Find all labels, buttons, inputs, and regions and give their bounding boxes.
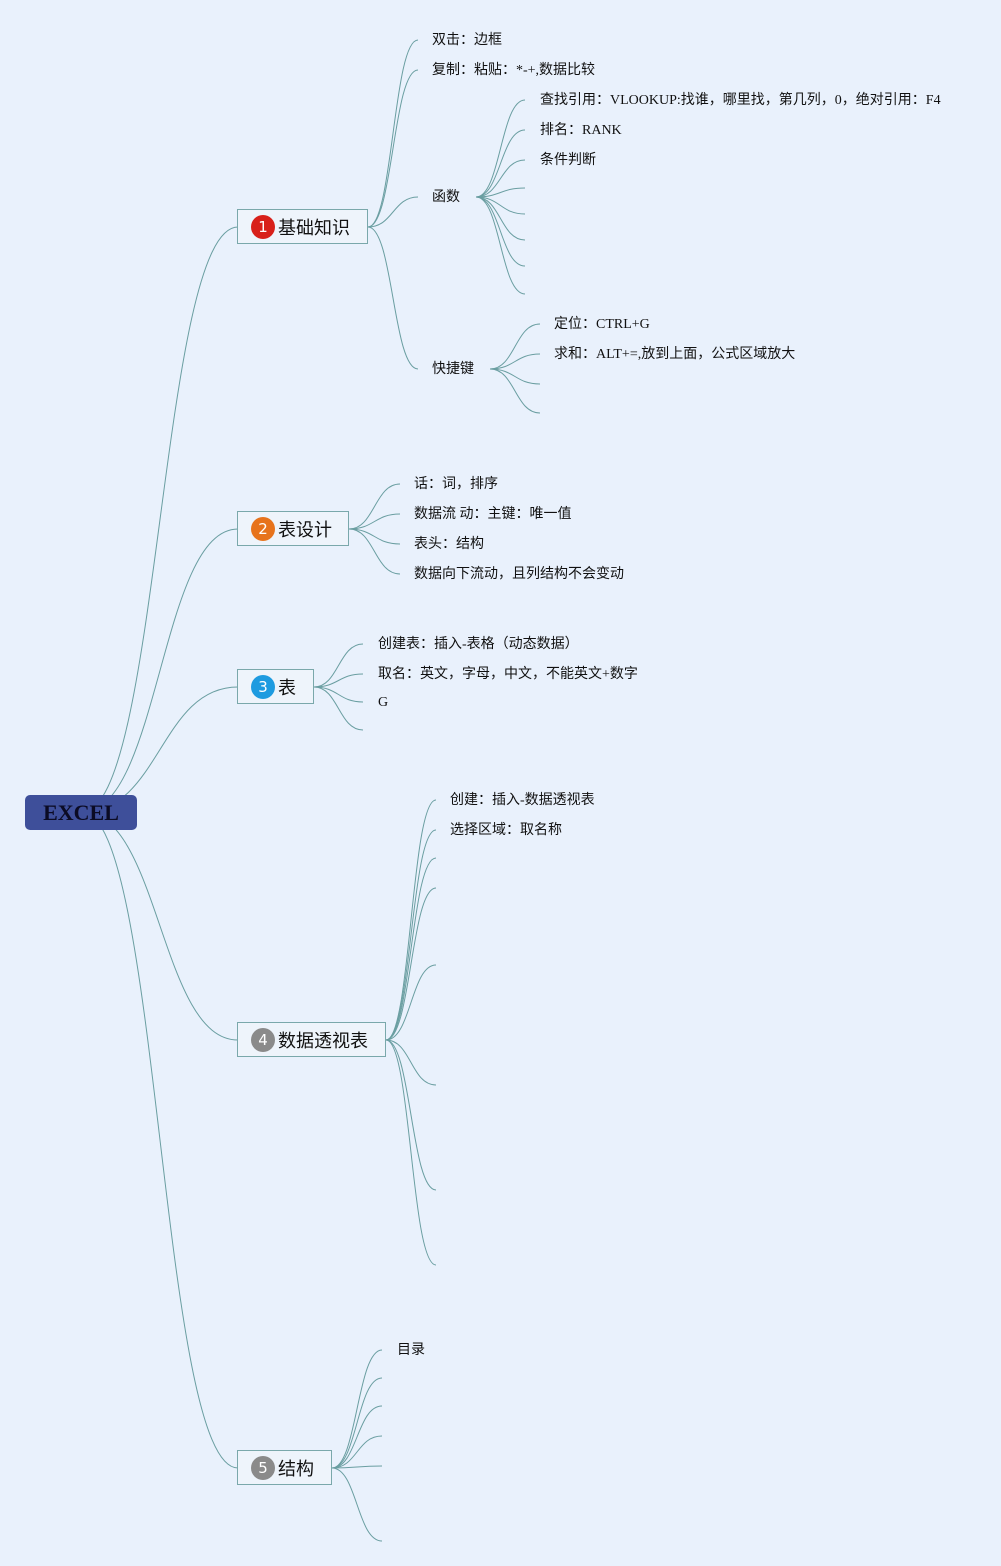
branch-table-design[interactable]: 2 表设计 — [237, 511, 349, 546]
branch5-link — [331, 1405, 383, 1469]
number-badge-2: 2 — [251, 516, 275, 541]
shortcuts-link — [489, 368, 541, 414]
branch3-link — [313, 643, 364, 688]
branch3-link — [313, 673, 364, 688]
root-link — [81, 811, 239, 1469]
leaf-double-click[interactable]: 双击：边框 — [432, 33, 502, 48]
functions-link — [475, 159, 526, 198]
leaf-table-item[interactable]: 创建表：插入-表格（动态数据） — [378, 637, 579, 652]
branch-basics[interactable]: 1 基础知识 — [237, 209, 368, 244]
branch-label: 结构 — [278, 1458, 314, 1480]
functions-link — [475, 187, 526, 198]
branch4-link — [385, 964, 437, 1041]
branch4-link — [385, 1039, 437, 1266]
branch5-link — [331, 1435, 383, 1469]
branch1-link — [367, 69, 419, 228]
branch4-link — [385, 887, 437, 1041]
branch-structure[interactable]: 5 结构 — [237, 1450, 332, 1485]
number-badge-4: 4 — [251, 1027, 275, 1052]
branch-label: 数据透视表 — [278, 1030, 368, 1052]
shortcuts-link — [489, 353, 541, 370]
leaf-function-item[interactable]: 查找引用：VLOOKUP:找谁，哪里找，第几列，0，绝对引用：F4 — [540, 93, 941, 108]
functions-link — [475, 196, 526, 215]
number-badge-3: 3 — [251, 674, 275, 699]
branch5-link — [331, 1377, 383, 1469]
leaf-function-item[interactable]: 排名：RANK — [540, 123, 622, 138]
leaf-table-design-item[interactable]: 话：词，排序 — [414, 477, 498, 492]
branch5-link — [331, 1465, 383, 1469]
branch4-link — [385, 1039, 437, 1086]
branch2-link — [348, 528, 401, 575]
shortcuts-link — [489, 323, 541, 370]
root-node[interactable]: EXCEL — [25, 795, 137, 830]
functions-link — [475, 129, 526, 198]
branch1-link — [367, 39, 419, 228]
branch2-link — [348, 513, 401, 530]
branch5-link — [331, 1349, 383, 1469]
leaf-table-item[interactable]: G — [378, 695, 389, 710]
number-badge-1: 1 — [251, 214, 275, 239]
branch4-link — [385, 857, 437, 1041]
leaf-structure-item[interactable]: 目录 — [397, 1343, 425, 1358]
leaf-pivot-item[interactable]: 创建：插入-数据透视表 — [450, 793, 595, 808]
branch1-link — [367, 226, 419, 370]
root-label: EXCEL — [43, 799, 119, 825]
branch2-link — [348, 528, 401, 545]
branch4-link — [385, 829, 437, 1041]
branch-pivot-table[interactable]: 4 数据透视表 — [237, 1022, 386, 1057]
root-link — [81, 686, 239, 813]
functions-link — [475, 99, 526, 198]
branch-label: 表 — [278, 677, 296, 699]
branch4-link — [385, 799, 437, 1041]
leaf-copy[interactable]: 复制：粘贴：*-+,数据比较 — [432, 63, 596, 78]
root-link — [81, 226, 239, 813]
branch-label: 表设计 — [278, 519, 332, 541]
functions-link — [475, 196, 526, 267]
leaf-function-item[interactable]: 条件判断 — [540, 153, 596, 168]
leaf-pivot-item[interactable]: 选择区域：取名称 — [450, 823, 562, 838]
leaf-table-design-item[interactable]: 数据流 动：主键：唯一值 — [414, 507, 572, 522]
subtopic-functions[interactable]: 函数 — [432, 190, 460, 205]
root-link — [81, 811, 239, 1041]
branch4-link — [385, 1039, 437, 1191]
branch-label: 基础知识 — [278, 217, 350, 239]
leaf-table-item[interactable]: 取名：英文，字母，中文，不能英文+数字 — [378, 667, 638, 682]
subtopic-shortcuts[interactable]: 快捷键 — [432, 362, 474, 377]
branch2-link — [348, 483, 401, 530]
functions-link — [475, 196, 526, 241]
leaf-table-design-item[interactable]: 表头：结构 — [414, 537, 484, 552]
leaf-shortcut-item[interactable]: 定位：CTRL+G — [554, 317, 650, 332]
shortcuts-link — [489, 368, 541, 385]
leaf-shortcut-item[interactable]: 求和：ALT+=,放到上面，公式区域放大 — [554, 347, 796, 362]
branch3-link — [313, 686, 364, 703]
functions-link — [475, 196, 526, 295]
branch-table[interactable]: 3 表 — [237, 669, 314, 704]
branch3-link — [313, 686, 364, 731]
leaf-table-design-item[interactable]: 数据向下流动，且列结构不会变动 — [414, 567, 624, 582]
branch1-link — [367, 196, 419, 228]
root-link — [81, 528, 239, 813]
branch5-link — [331, 1467, 383, 1542]
number-badge-5: 5 — [251, 1455, 275, 1480]
